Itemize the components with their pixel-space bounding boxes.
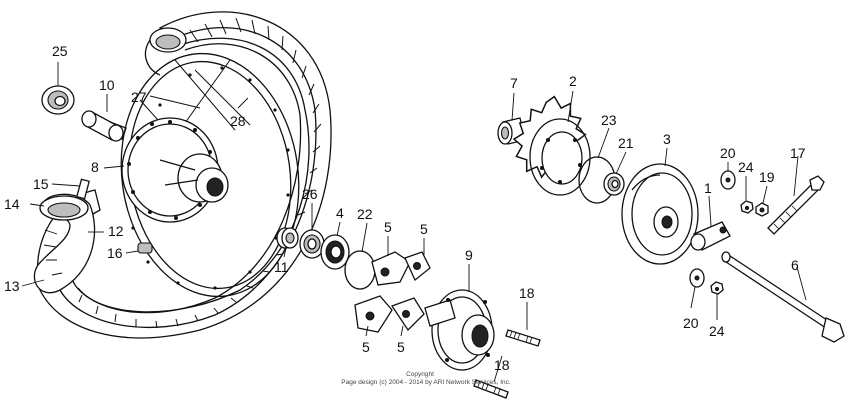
callout-3: 3 [663, 131, 671, 147]
collar-part-11 [276, 227, 299, 249]
callout-24-b: 24 [709, 323, 725, 339]
callout-22: 22 [357, 206, 373, 222]
copyright-line-1: Copyright [406, 371, 434, 378]
callout-5-b: 5 [420, 221, 428, 237]
callout-2: 2 [569, 73, 577, 89]
tire-cutaway-left [33, 193, 96, 294]
callout-23: 23 [601, 112, 617, 128]
adjuster-part-1 [690, 221, 731, 251]
spacer-part-10 [81, 110, 127, 142]
callout-10: 10 [99, 77, 115, 93]
callout-17: 17 [790, 145, 806, 161]
washer-part-20-lower [689, 268, 705, 288]
callout-1: 1 [704, 180, 712, 196]
callout-11: 11 [274, 259, 289, 275]
callout-18-b: 18 [494, 357, 510, 373]
part-16 [137, 242, 153, 254]
callout-5-c: 5 [362, 339, 370, 355]
callout-6: 6 [791, 257, 799, 273]
callout-18-a: 18 [519, 285, 535, 301]
spokes [139, 59, 251, 151]
leader-lines [21, 62, 807, 383]
oring-part-22 [344, 250, 376, 290]
damper-part-5-upper [371, 251, 431, 286]
callout-26: 26 [302, 186, 318, 202]
callout-27: 27 [131, 89, 147, 105]
sprocket-hub-part-9 [424, 289, 495, 371]
nut-part-24-upper [740, 200, 754, 214]
valve-part-15 [76, 178, 90, 200]
sprocket-part-2 [512, 95, 591, 196]
callout-21: 21 [618, 135, 634, 151]
axle-part-6 [721, 251, 845, 343]
bearing-part-21 [603, 172, 625, 196]
bearing-part-25 [41, 85, 75, 115]
callout-9: 9 [465, 247, 473, 263]
callout-5-a: 5 [384, 219, 392, 235]
copyright-notice: Copyright Page design (c) 2004 - 2014 by… [341, 371, 511, 386]
nut-part-19 [755, 202, 769, 217]
damper-part-5-lower [354, 295, 425, 333]
tire-cutaway-top [144, 27, 187, 76]
nut-part-24-lower [710, 281, 724, 295]
copyright-line-2: Page design (c) 2004 - 2014 by ARI Netwo… [341, 379, 511, 386]
callout-24-a: 24 [738, 159, 754, 175]
callout-20-a: 20 [720, 145, 736, 161]
wheel-hub-part-8 [121, 117, 229, 223]
part-4 [320, 234, 350, 270]
washer-part-20-upper [720, 170, 736, 190]
callout-16: 16 [107, 245, 123, 261]
callout-13: 13 [4, 278, 20, 294]
plate-part-3 [621, 163, 699, 265]
bolt-part-17 [767, 175, 825, 235]
callout-4: 4 [336, 205, 344, 221]
callout-12: 12 [108, 223, 124, 239]
callout-19: 19 [759, 169, 775, 185]
callout-20-b: 20 [683, 315, 699, 331]
stud-part-18-lower [473, 379, 509, 399]
callout-8: 8 [91, 159, 99, 175]
callout-labels: 25 10 27 28 8 15 14 12 16 13 26 4 22 5 5… [4, 43, 806, 373]
callout-5-d: 5 [397, 339, 405, 355]
callout-14: 14 [4, 196, 20, 212]
callout-28: 28 [230, 113, 246, 129]
bearing-part-26 [299, 229, 325, 259]
callout-7: 7 [510, 75, 518, 91]
stud-part-18-upper [505, 329, 541, 347]
callout-15: 15 [33, 176, 49, 192]
callout-25: 25 [52, 43, 68, 59]
